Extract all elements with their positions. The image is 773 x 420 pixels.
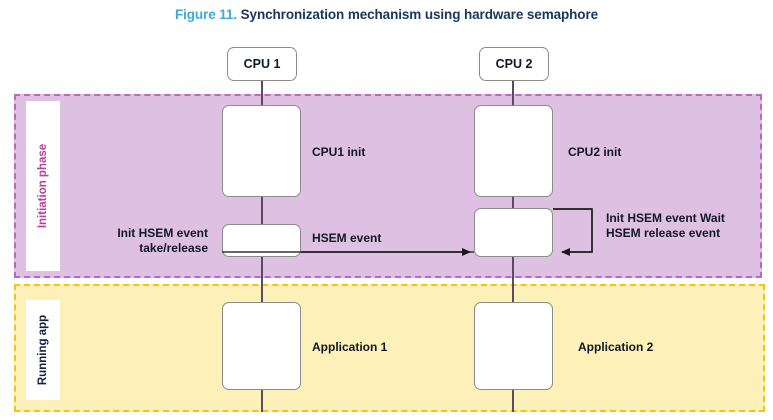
caption-cpu2-init: CPU2 init <box>568 145 622 159</box>
activity-box-cpu2-hsem[interactable] <box>474 208 553 257</box>
activity-box-cpu2-app[interactable] <box>474 302 553 390</box>
activity-box-cpu2-init[interactable] <box>474 105 553 197</box>
activity-box-cpu1-hsem[interactable] <box>222 224 301 257</box>
caption-cpu2-hsem: Init HSEM event Wait HSEM release event <box>606 211 725 240</box>
caption-cpu2-app: Application 2 <box>578 340 654 354</box>
figure-title: Figure 11. Synchronization mechanism usi… <box>0 7 773 22</box>
lane-header-cpu1[interactable]: CPU 1 <box>227 47 297 81</box>
phase-label-running: Running app <box>26 300 60 400</box>
activity-box-cpu1-init[interactable] <box>222 105 301 197</box>
phase-label-initiation-text: Initiation phase <box>37 143 49 229</box>
caption-cpu1-init: CPU1 init <box>312 145 366 159</box>
phase-band-running <box>14 284 765 412</box>
caption-cpu1-hsem: Init HSEM event take/release <box>117 226 208 255</box>
figure-number: Figure 11. <box>174 7 237 22</box>
phase-label-running-text: Running app <box>37 314 50 386</box>
lane-header-cpu2[interactable]: CPU 2 <box>479 47 549 81</box>
caption-cpu1-app: Application 1 <box>312 340 388 354</box>
caption-message-hsem-event: HSEM event <box>312 231 382 245</box>
phase-label-initiation: Initiation phase <box>26 101 60 271</box>
figure-title-text: Synchronization mechanism using hardware… <box>240 7 599 22</box>
phase-band-initiation <box>14 94 762 278</box>
activity-box-cpu1-app[interactable] <box>222 302 301 390</box>
